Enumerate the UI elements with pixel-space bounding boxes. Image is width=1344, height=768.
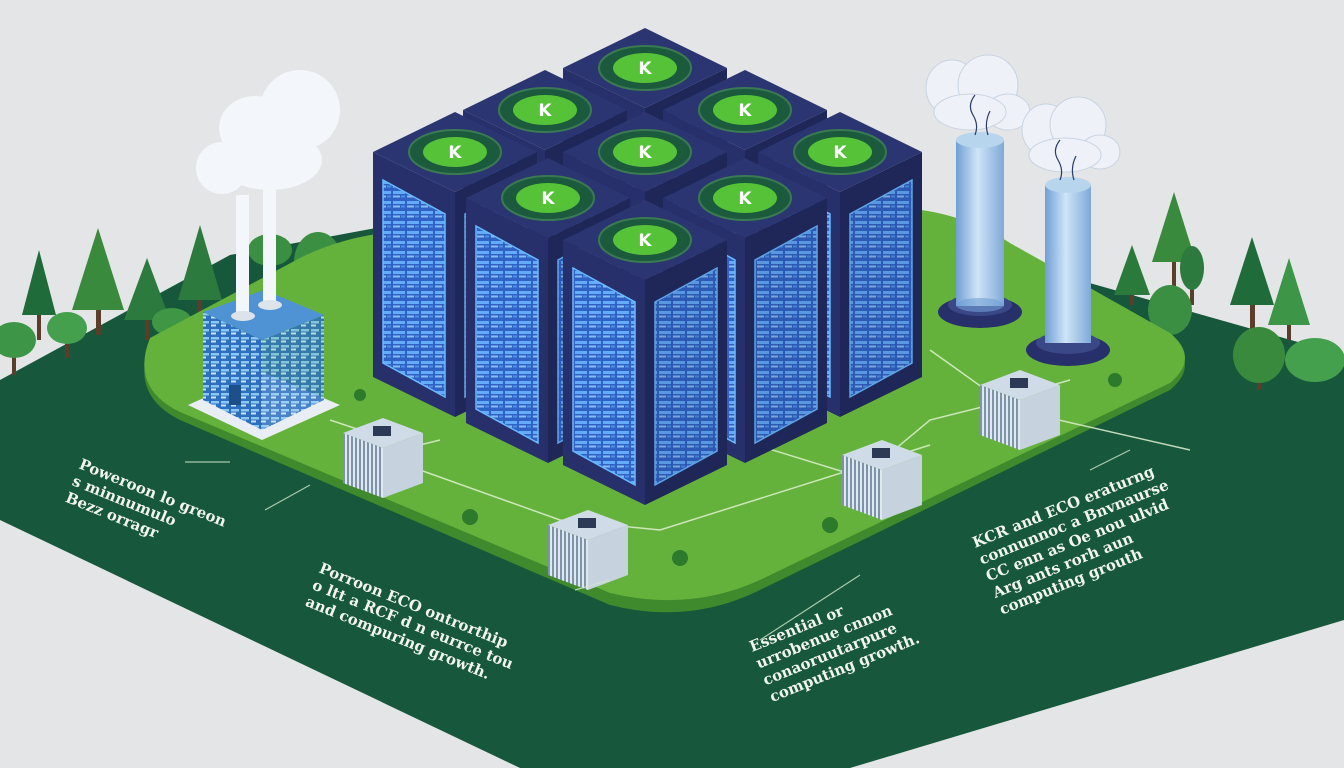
glass-cooling-tower-left xyxy=(938,132,1022,328)
ac-unit-left xyxy=(343,418,423,498)
steam-trail xyxy=(969,94,1077,181)
tree-icon xyxy=(1180,246,1204,305)
ac-unit-center xyxy=(842,440,922,520)
chimney-icon xyxy=(263,180,276,305)
bush-icon xyxy=(672,550,688,566)
fan-icon xyxy=(423,137,487,167)
server-logo: K xyxy=(638,143,652,163)
fan-icon xyxy=(713,95,777,125)
fan-icon xyxy=(613,225,677,255)
tree-group-right xyxy=(1114,192,1344,390)
server-panel-left xyxy=(382,178,446,399)
tree-icon xyxy=(22,250,56,340)
fan-icon xyxy=(808,137,872,167)
tree-icon xyxy=(1233,327,1285,390)
glass-cooling-tower-right xyxy=(1026,177,1110,366)
fan-icon xyxy=(613,137,677,167)
server-logo: K xyxy=(738,189,752,209)
tree-icon xyxy=(1268,258,1310,340)
bush-icon xyxy=(1285,338,1344,382)
server-logo: K xyxy=(448,143,462,163)
server-panel-left xyxy=(572,266,636,487)
server-cluster: K K K K K K K K K xyxy=(373,28,922,505)
tree-icon xyxy=(178,225,222,315)
fan-icon xyxy=(713,183,777,213)
lawn-bushes xyxy=(354,373,1122,566)
caption-leaders xyxy=(185,449,1131,641)
server-logo: K xyxy=(738,101,752,121)
server-logo: K xyxy=(638,59,652,79)
server-panel-right xyxy=(754,224,818,445)
fan-icon xyxy=(516,183,580,213)
bush-icon xyxy=(354,389,366,401)
tree-icon xyxy=(47,312,87,358)
server-logo: K xyxy=(638,231,652,251)
tree-icon xyxy=(1114,245,1150,305)
server-panel-right xyxy=(849,178,913,399)
tree-icon xyxy=(72,228,124,335)
server-logo: K xyxy=(833,143,847,163)
tree-group-left xyxy=(0,225,342,375)
bush-icon xyxy=(822,517,838,533)
ac-unit-bottom xyxy=(548,510,628,590)
cloud-icon xyxy=(925,54,1031,131)
cloud-icon xyxy=(1021,96,1121,173)
tree-icon xyxy=(1230,237,1274,330)
bush-icon xyxy=(462,509,478,525)
server-panel-right xyxy=(654,266,718,487)
fan-icon xyxy=(513,95,577,125)
ac-unit-right xyxy=(980,370,1060,450)
fan-icon xyxy=(613,53,677,83)
factory-building xyxy=(188,180,340,440)
tree-icon xyxy=(0,322,36,375)
chimney-icon xyxy=(236,195,249,315)
server-logo: K xyxy=(541,189,555,209)
tree-icon xyxy=(1152,192,1196,290)
bush-icon xyxy=(1108,373,1122,387)
tree-icon xyxy=(124,258,170,340)
server-panel-left xyxy=(475,224,539,445)
cloud-icon xyxy=(196,70,340,194)
server-logo: K xyxy=(538,101,552,121)
server-tower: K xyxy=(563,200,727,505)
